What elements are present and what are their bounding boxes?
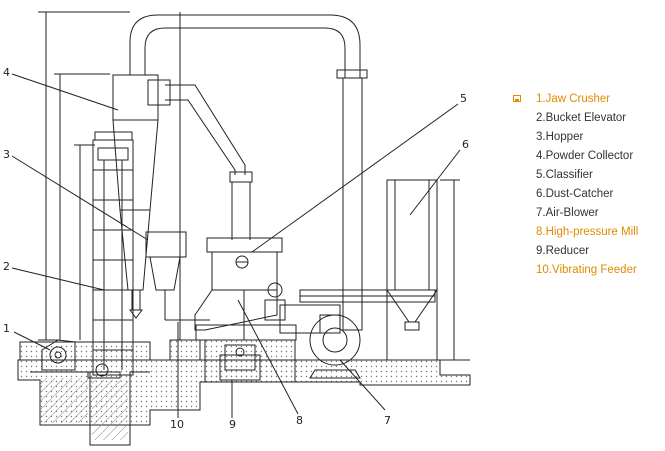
legend-item-label: 5.Classifier <box>536 169 593 181</box>
high-pressure-mill <box>194 237 297 341</box>
legend-item-label: 1.Jaw Crusher <box>536 93 611 105</box>
callout-2: 2 <box>3 260 10 273</box>
callout-3: 3 <box>3 148 10 161</box>
legend-item-classifier[interactable]: 5.Classifier <box>512 166 638 185</box>
callout-4: 4 <box>3 66 10 79</box>
air-blower <box>279 289 436 379</box>
legend-item-high-pressure-mill[interactable]: 8.High-pressure Mill <box>512 223 638 242</box>
legend-item-hopper[interactable]: 3.Hopper <box>512 128 638 147</box>
legend-item-jaw-crusher[interactable]: 1.Jaw Crusher <box>512 90 638 109</box>
legend-item-label: 4.Powder Collector <box>536 150 634 162</box>
dimension-lines <box>38 11 460 361</box>
bucket-elevator <box>92 131 134 376</box>
callout-labels: 1 2 3 4 5 6 7 8 9 10 <box>3 66 469 431</box>
legend-item-label: 2.Bucket Elevator <box>536 112 627 124</box>
legend-item-powder-collector[interactable]: 4.Powder Collector <box>512 147 638 166</box>
hopper <box>145 231 210 321</box>
foundation <box>17 339 471 446</box>
callout-10: 10 <box>170 418 184 431</box>
legend-item-label: 3.Hopper <box>536 131 584 143</box>
reducer <box>224 344 256 371</box>
leader-lines <box>11 73 461 418</box>
legend-item-label: 10.Vibrating Feeder <box>536 264 637 276</box>
dust-catcher <box>386 179 438 360</box>
callout-7: 7 <box>384 414 391 427</box>
callout-9: 9 <box>229 418 236 431</box>
legend-item-label: 9.Reducer <box>536 245 590 257</box>
callout-8: 8 <box>296 414 303 427</box>
powder-collector <box>112 74 171 319</box>
legend-item-vibrating-feeder[interactable]: 10.Vibrating Feeder <box>512 261 638 280</box>
legend-item-label: 8.High-pressure Mill <box>536 226 639 238</box>
legend-item-reducer[interactable]: 9.Reducer <box>512 242 638 261</box>
callout-1: 1 <box>3 322 10 335</box>
legend-item-label: 7.Air-Blower <box>536 207 599 219</box>
legend-item-label: 6.Dust-Catcher <box>536 188 614 200</box>
legend-item-air-blower[interactable]: 7.Air-Blower <box>512 204 638 223</box>
component-legend: 1.Jaw Crusher 2.Bucket Elevator 3.Hopper… <box>512 90 638 280</box>
jaw-crusher <box>41 339 121 379</box>
callout-6: 6 <box>462 138 469 151</box>
square-bullet-icon <box>513 95 521 102</box>
legend-item-dust-catcher[interactable]: 6.Dust-Catcher <box>512 185 638 204</box>
callout-5: 5 <box>460 92 467 105</box>
air-ducts <box>129 14 368 331</box>
legend-item-bucket-elevator[interactable]: 2.Bucket Elevator <box>512 109 638 128</box>
